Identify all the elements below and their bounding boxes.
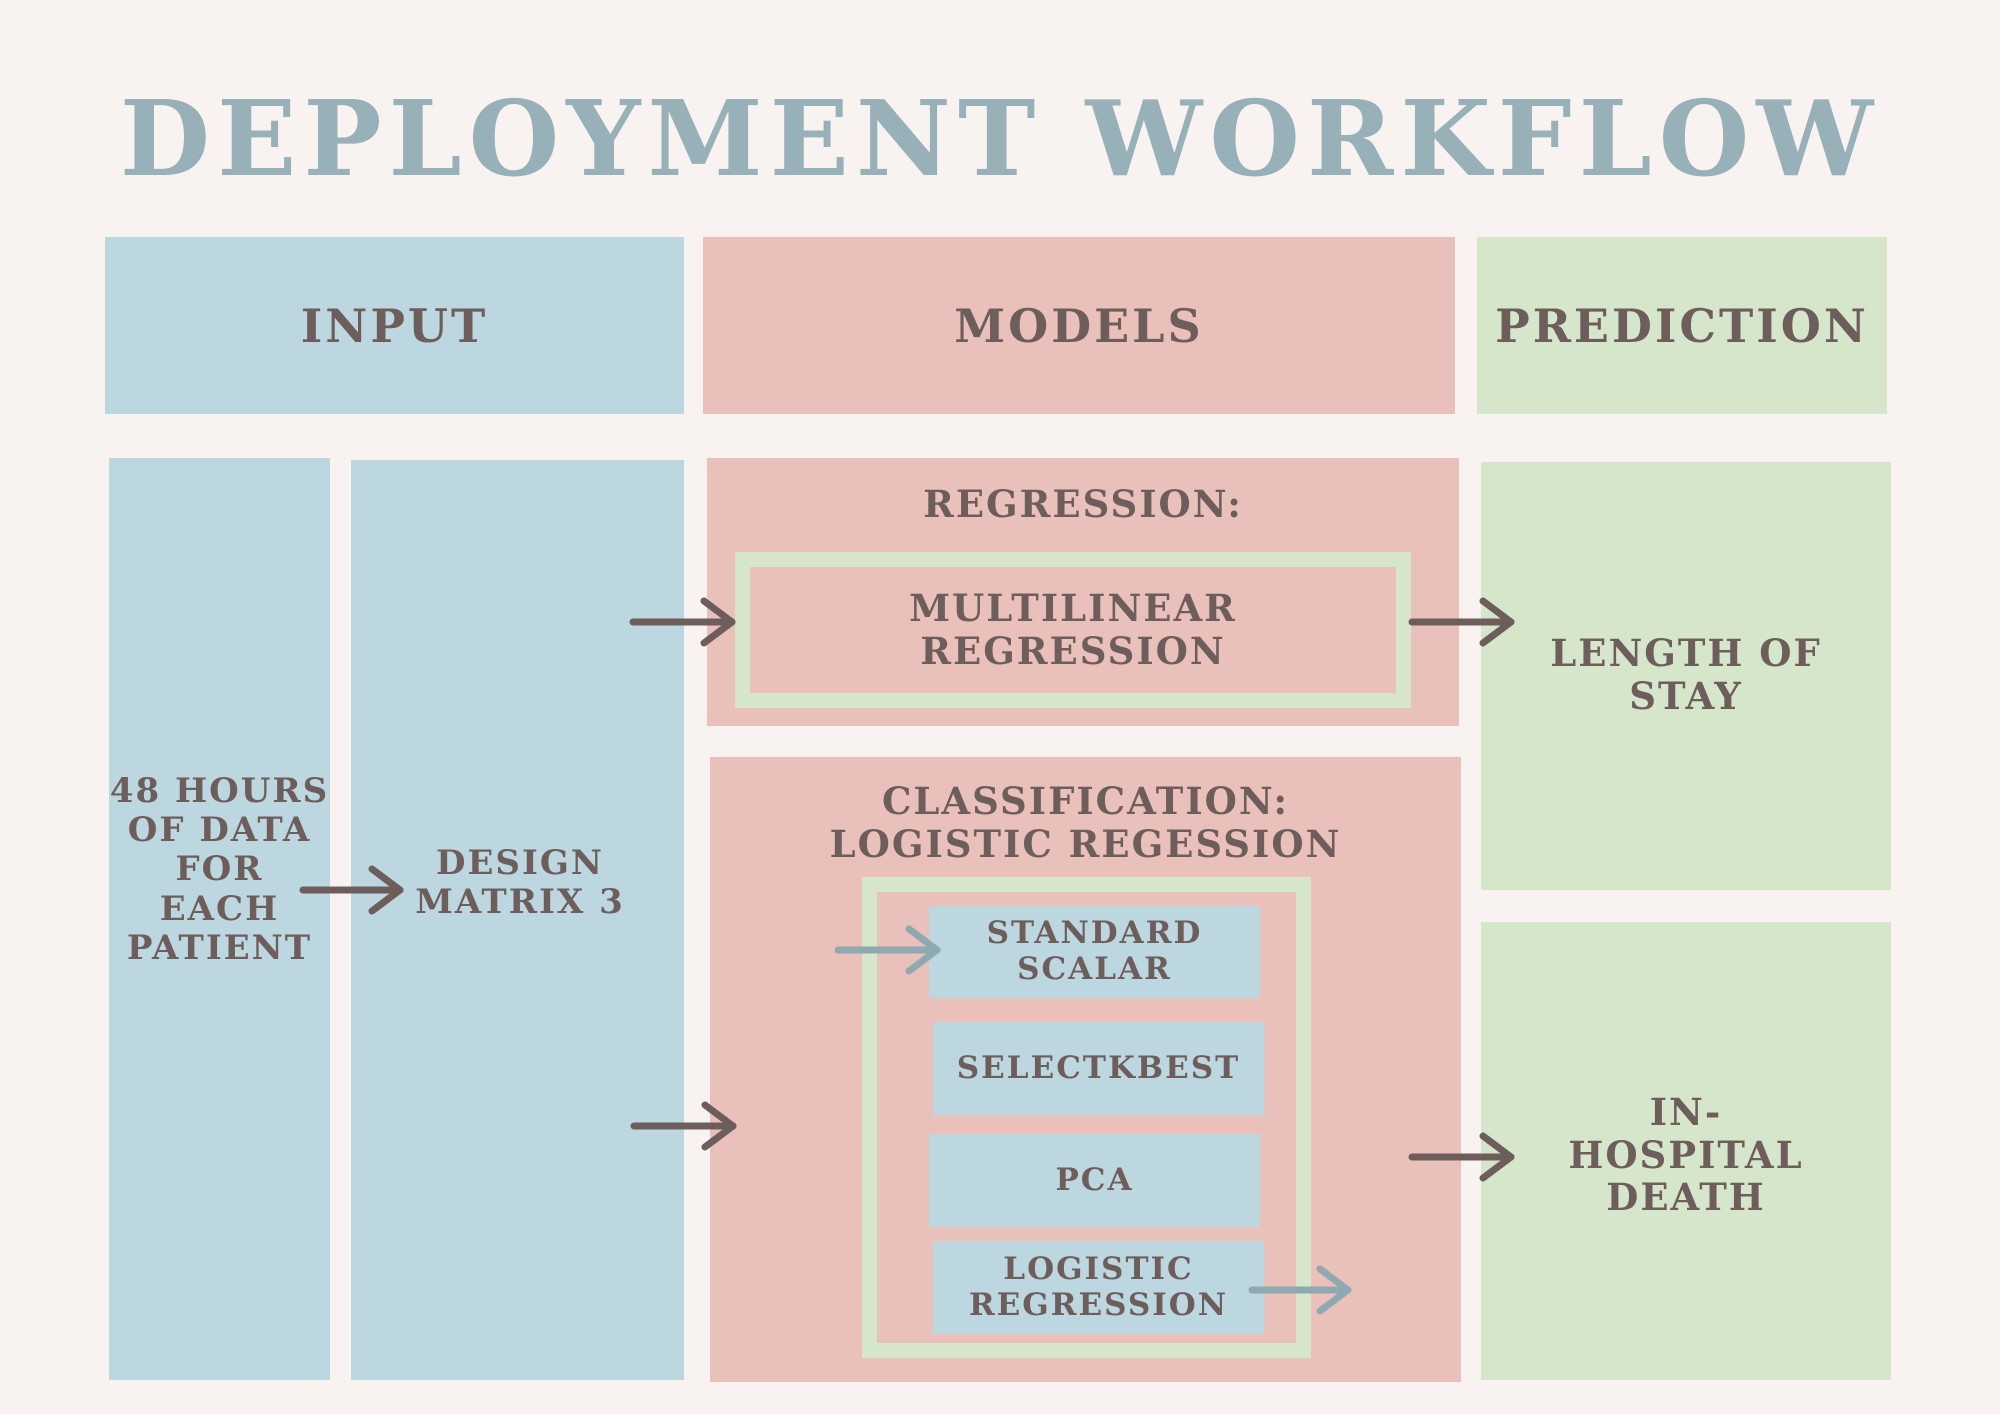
pipeline-step-standard-scalar: STANDARD SCALAR (929, 906, 1260, 998)
in-hospital-death-panel (1481, 922, 1891, 1380)
pipeline-step-logistic-regression: LOGISTIC REGRESSION (933, 1241, 1264, 1334)
arrow-out-of-pipeline-icon (1248, 1265, 1352, 1315)
arrow-to-regression-icon (629, 597, 736, 647)
length-of-stay-panel (1481, 462, 1891, 890)
arrow-into-pipeline-icon (834, 925, 941, 975)
multilinear-regression-box (735, 552, 1411, 708)
pipeline-step-pca: PCA (929, 1134, 1260, 1227)
input-data-panel (109, 458, 330, 1380)
input-data-label: 48 HOURS OF DATA FOR EACH PATIENT (109, 771, 330, 968)
multilinear-regression-label: MULTILINEAR REGRESSION (909, 586, 1237, 673)
arrow-data-to-design-matrix-icon (299, 865, 404, 915)
classification-heading: CLASSIFICATION: LOGISTIC REGESSION (829, 779, 1342, 866)
pipeline-step-selectkbest: SELECTKBEST (933, 1022, 1264, 1115)
page-title: DEPLOYMENT WORKFLOW (119, 76, 1881, 200)
header-models: MODELS (703, 237, 1455, 414)
length-of-stay-label: LENGTH OF STAY (1550, 631, 1822, 718)
in-hospital-death-label: IN- HOSPITAL DEATH (1568, 1090, 1804, 1220)
header-input: INPUT (105, 237, 684, 414)
arrow-classification-to-death-icon (1408, 1132, 1515, 1182)
regression-heading: REGRESSION: (923, 481, 1243, 526)
design-matrix-label: DESIGN MATRIX 3 (415, 842, 625, 922)
arrow-regression-to-length-of-stay-icon (1408, 597, 1515, 647)
pipeline-frame (862, 877, 1311, 1358)
header-prediction: PREDICTION (1477, 237, 1887, 414)
arrow-to-classification-icon (630, 1101, 737, 1151)
design-matrix-panel (351, 460, 684, 1380)
